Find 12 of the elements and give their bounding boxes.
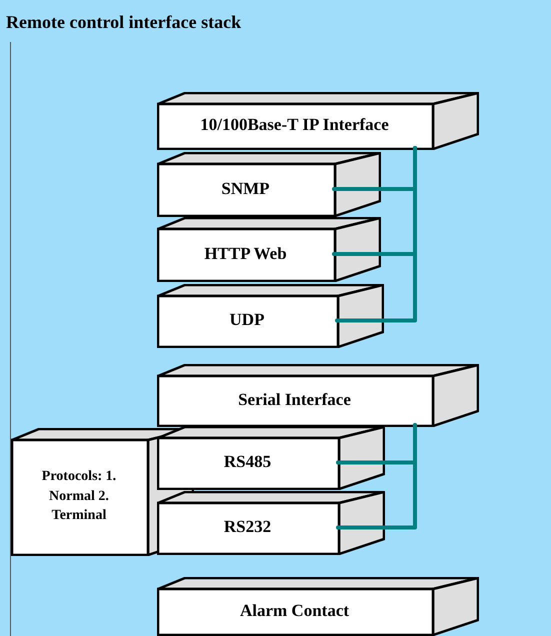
diagram-title: Remote control interface stack <box>6 12 242 33</box>
block-label: HTTP Web <box>204 244 287 264</box>
block-label: RS485 <box>224 452 272 473</box>
block-label: Alarm Contact <box>240 600 350 622</box>
block-label: Protocols: 1. Normal 2. Terminal <box>40 468 118 526</box>
block-label: 10/100Base-T IP Interface <box>200 115 389 136</box>
block-label: Serial Interface <box>238 390 351 410</box>
connector-line <box>335 146 417 322</box>
block-label: RS232 <box>224 517 272 538</box>
block-label: SNMP <box>221 178 270 200</box>
block-label: UDP <box>230 310 264 331</box>
connector-line <box>336 423 417 530</box>
